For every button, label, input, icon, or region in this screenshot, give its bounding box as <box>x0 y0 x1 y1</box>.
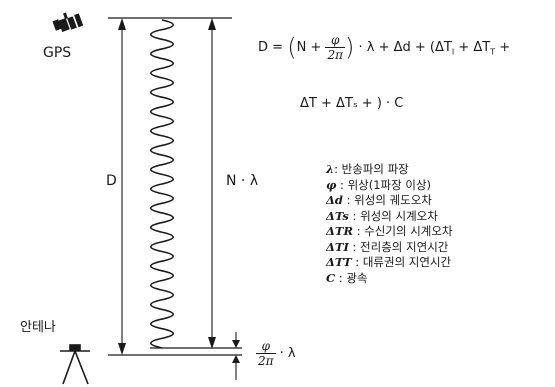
remainder-formula: φ 2π · λ <box>256 339 296 368</box>
carrier-wave <box>150 19 174 349</box>
formula-main: D = (N + φ 2π ) · λ + Δd + (ΔTI + ΔTT + <box>258 33 511 62</box>
distance-label: D <box>106 173 117 189</box>
remainder-fraction: φ 2π <box>256 339 276 368</box>
legend-item: ΔTI : 전리층의 지연시간 <box>326 239 449 254</box>
legend-item: C : 광속 <box>326 270 368 285</box>
remainder-frac-num: φ <box>256 339 276 354</box>
formula-close-paren: ) <box>344 33 355 62</box>
formula-rest2: + ΔT <box>458 40 491 55</box>
legend-item: ΔTT : 대류권의 지연시간 <box>326 255 452 269</box>
legend-item: Δd : 위성의 궤도오차 <box>326 193 432 207</box>
formula-frac-den: 2π <box>327 48 343 62</box>
remainder-tail: · λ <box>279 346 296 361</box>
legend: λ: 반송파의 파장 φ : 위상(1파장 이상) Δd : 위성의 궤도오차 … <box>326 162 453 286</box>
formula-rest3: + <box>499 40 511 55</box>
legend-item: φ : 위상(1파장 이상) <box>326 177 432 192</box>
legend-item: ΔTs : 위성의 시계오차 <box>326 208 438 223</box>
antenna-label: 안테나 <box>20 320 56 335</box>
wave-count-arrow <box>208 18 216 349</box>
remainder-frac-den: 2π <box>258 354 274 368</box>
formula-rest: · λ + Δd + (ΔT <box>358 40 452 55</box>
remainder-arrows <box>232 332 240 380</box>
legend-item: λ: 반송파의 파장 <box>326 162 409 176</box>
satellite-label: GPS <box>43 45 72 61</box>
formula-open: N + <box>296 40 322 55</box>
formula-fraction: φ 2π <box>325 33 345 62</box>
legend-item: ΔTR : 수신기의 시계오차 <box>326 224 453 238</box>
formula-frac-num: φ <box>325 33 345 48</box>
wave-count-label: N · λ <box>226 173 259 189</box>
antenna-tripod-icon <box>60 344 90 385</box>
formula-lhs: D = <box>258 40 284 55</box>
formula-line2: ΔT + ΔTₛ + ) · C <box>300 96 404 111</box>
formula-open-paren: ( <box>287 33 297 62</box>
distance-arrow <box>118 18 126 355</box>
satellite-icon <box>52 12 84 33</box>
